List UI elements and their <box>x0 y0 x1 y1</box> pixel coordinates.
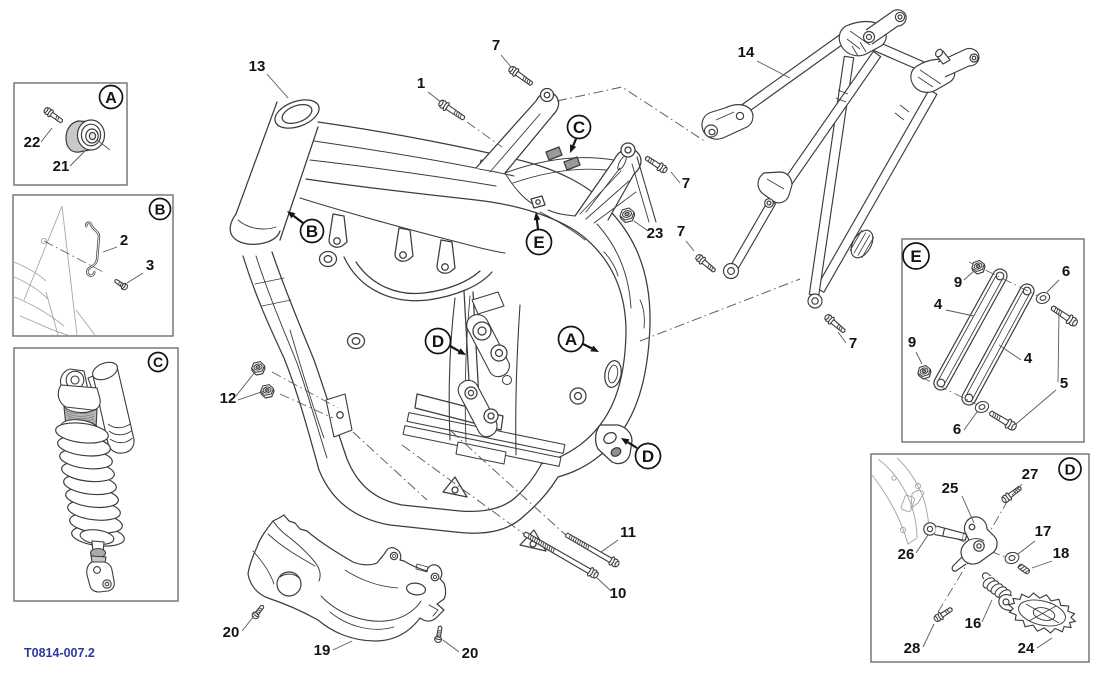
svg-text:14: 14 <box>738 44 755 61</box>
svg-text:18: 18 <box>1053 545 1070 562</box>
svg-text:C: C <box>573 118 585 137</box>
svg-text:B: B <box>155 201 166 218</box>
svg-text:D: D <box>642 447 654 466</box>
svg-text:B: B <box>306 222 318 241</box>
svg-text:5: 5 <box>1060 375 1068 392</box>
svg-text:10: 10 <box>610 585 627 602</box>
svg-text:4: 4 <box>934 296 943 313</box>
svg-text:21: 21 <box>53 158 70 175</box>
svg-text:D: D <box>1065 461 1076 478</box>
svg-text:E: E <box>533 233 544 252</box>
svg-text:7: 7 <box>492 37 500 54</box>
svg-text:12: 12 <box>220 390 237 407</box>
svg-text:9: 9 <box>954 274 962 291</box>
svg-text:28: 28 <box>904 640 921 657</box>
svg-text:22: 22 <box>24 134 41 151</box>
svg-text:D: D <box>432 332 444 351</box>
svg-text:9: 9 <box>908 334 916 351</box>
svg-text:6: 6 <box>1062 263 1070 280</box>
svg-text:17: 17 <box>1035 523 1052 540</box>
svg-text:4: 4 <box>1024 350 1033 367</box>
svg-text:11: 11 <box>620 524 636 541</box>
svg-text:A: A <box>565 330 577 349</box>
svg-text:1: 1 <box>417 75 425 92</box>
svg-text:20: 20 <box>462 645 479 662</box>
svg-text:3: 3 <box>146 257 154 274</box>
svg-text:7: 7 <box>677 223 685 240</box>
svg-text:19: 19 <box>314 642 331 659</box>
svg-text:7: 7 <box>849 335 857 352</box>
svg-text:26: 26 <box>898 546 915 563</box>
svg-text:E: E <box>910 247 921 266</box>
svg-text:13: 13 <box>249 58 266 75</box>
svg-text:6: 6 <box>953 421 961 438</box>
svg-text:A: A <box>105 90 117 107</box>
svg-text:T0814-007.2: T0814-007.2 <box>24 646 95 660</box>
svg-text:24: 24 <box>1018 640 1035 657</box>
svg-text:23: 23 <box>647 225 664 242</box>
svg-text:16: 16 <box>965 615 982 632</box>
svg-text:7: 7 <box>682 175 690 192</box>
svg-text:20: 20 <box>223 624 240 641</box>
svg-text:2: 2 <box>120 232 128 249</box>
svg-text:25: 25 <box>942 480 959 497</box>
svg-text:27: 27 <box>1022 466 1039 483</box>
svg-text:C: C <box>153 354 163 370</box>
